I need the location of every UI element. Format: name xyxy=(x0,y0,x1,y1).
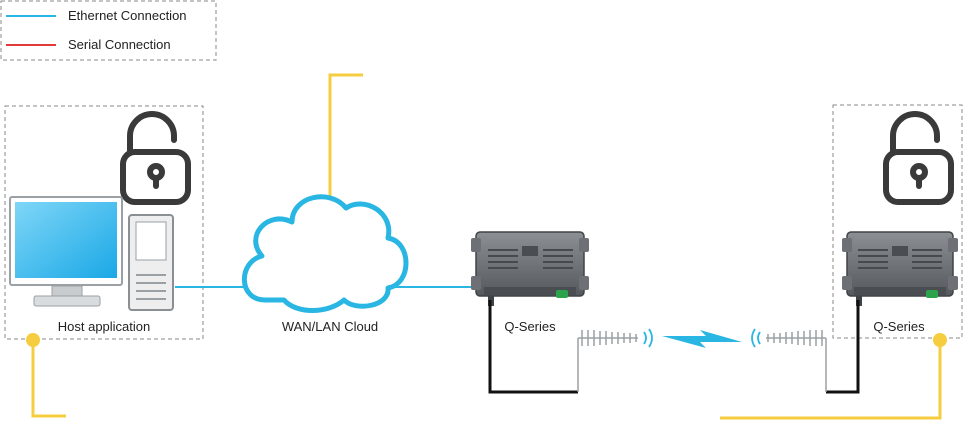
padlock-open-icon xyxy=(886,114,951,202)
remote-callout-dot xyxy=(933,333,947,347)
cloud-icon xyxy=(244,197,406,311)
cloud-label: WAN/LAN Cloud xyxy=(282,319,378,334)
host-application-label: Host application xyxy=(58,319,151,334)
tower-pc-icon xyxy=(129,215,173,310)
radio-waves-icon xyxy=(644,329,652,347)
monitor-icon xyxy=(10,197,122,306)
antenna-icon xyxy=(578,330,638,392)
padlock-open-icon xyxy=(123,114,188,202)
radio-right-label: Q-Series xyxy=(873,319,925,334)
antenna-icon xyxy=(766,330,826,392)
legend-ethernet-label: Ethernet Connection xyxy=(68,8,187,23)
legend: Ethernet Connection Serial Connection xyxy=(1,1,216,60)
host-callout-line xyxy=(33,340,66,416)
host-callout-dot xyxy=(26,333,40,347)
router-icon xyxy=(842,232,958,306)
right-rf-cable xyxy=(826,300,858,392)
lightning-link-icon xyxy=(662,330,742,348)
radio-left-label: Q-Series xyxy=(504,319,556,334)
radio-waves-icon xyxy=(752,329,760,347)
legend-serial-label: Serial Connection xyxy=(68,37,171,52)
left-rf-cable xyxy=(490,300,578,392)
router-icon xyxy=(471,232,589,306)
remote-callout-line xyxy=(720,340,940,418)
remote-boundary-box xyxy=(833,105,962,338)
